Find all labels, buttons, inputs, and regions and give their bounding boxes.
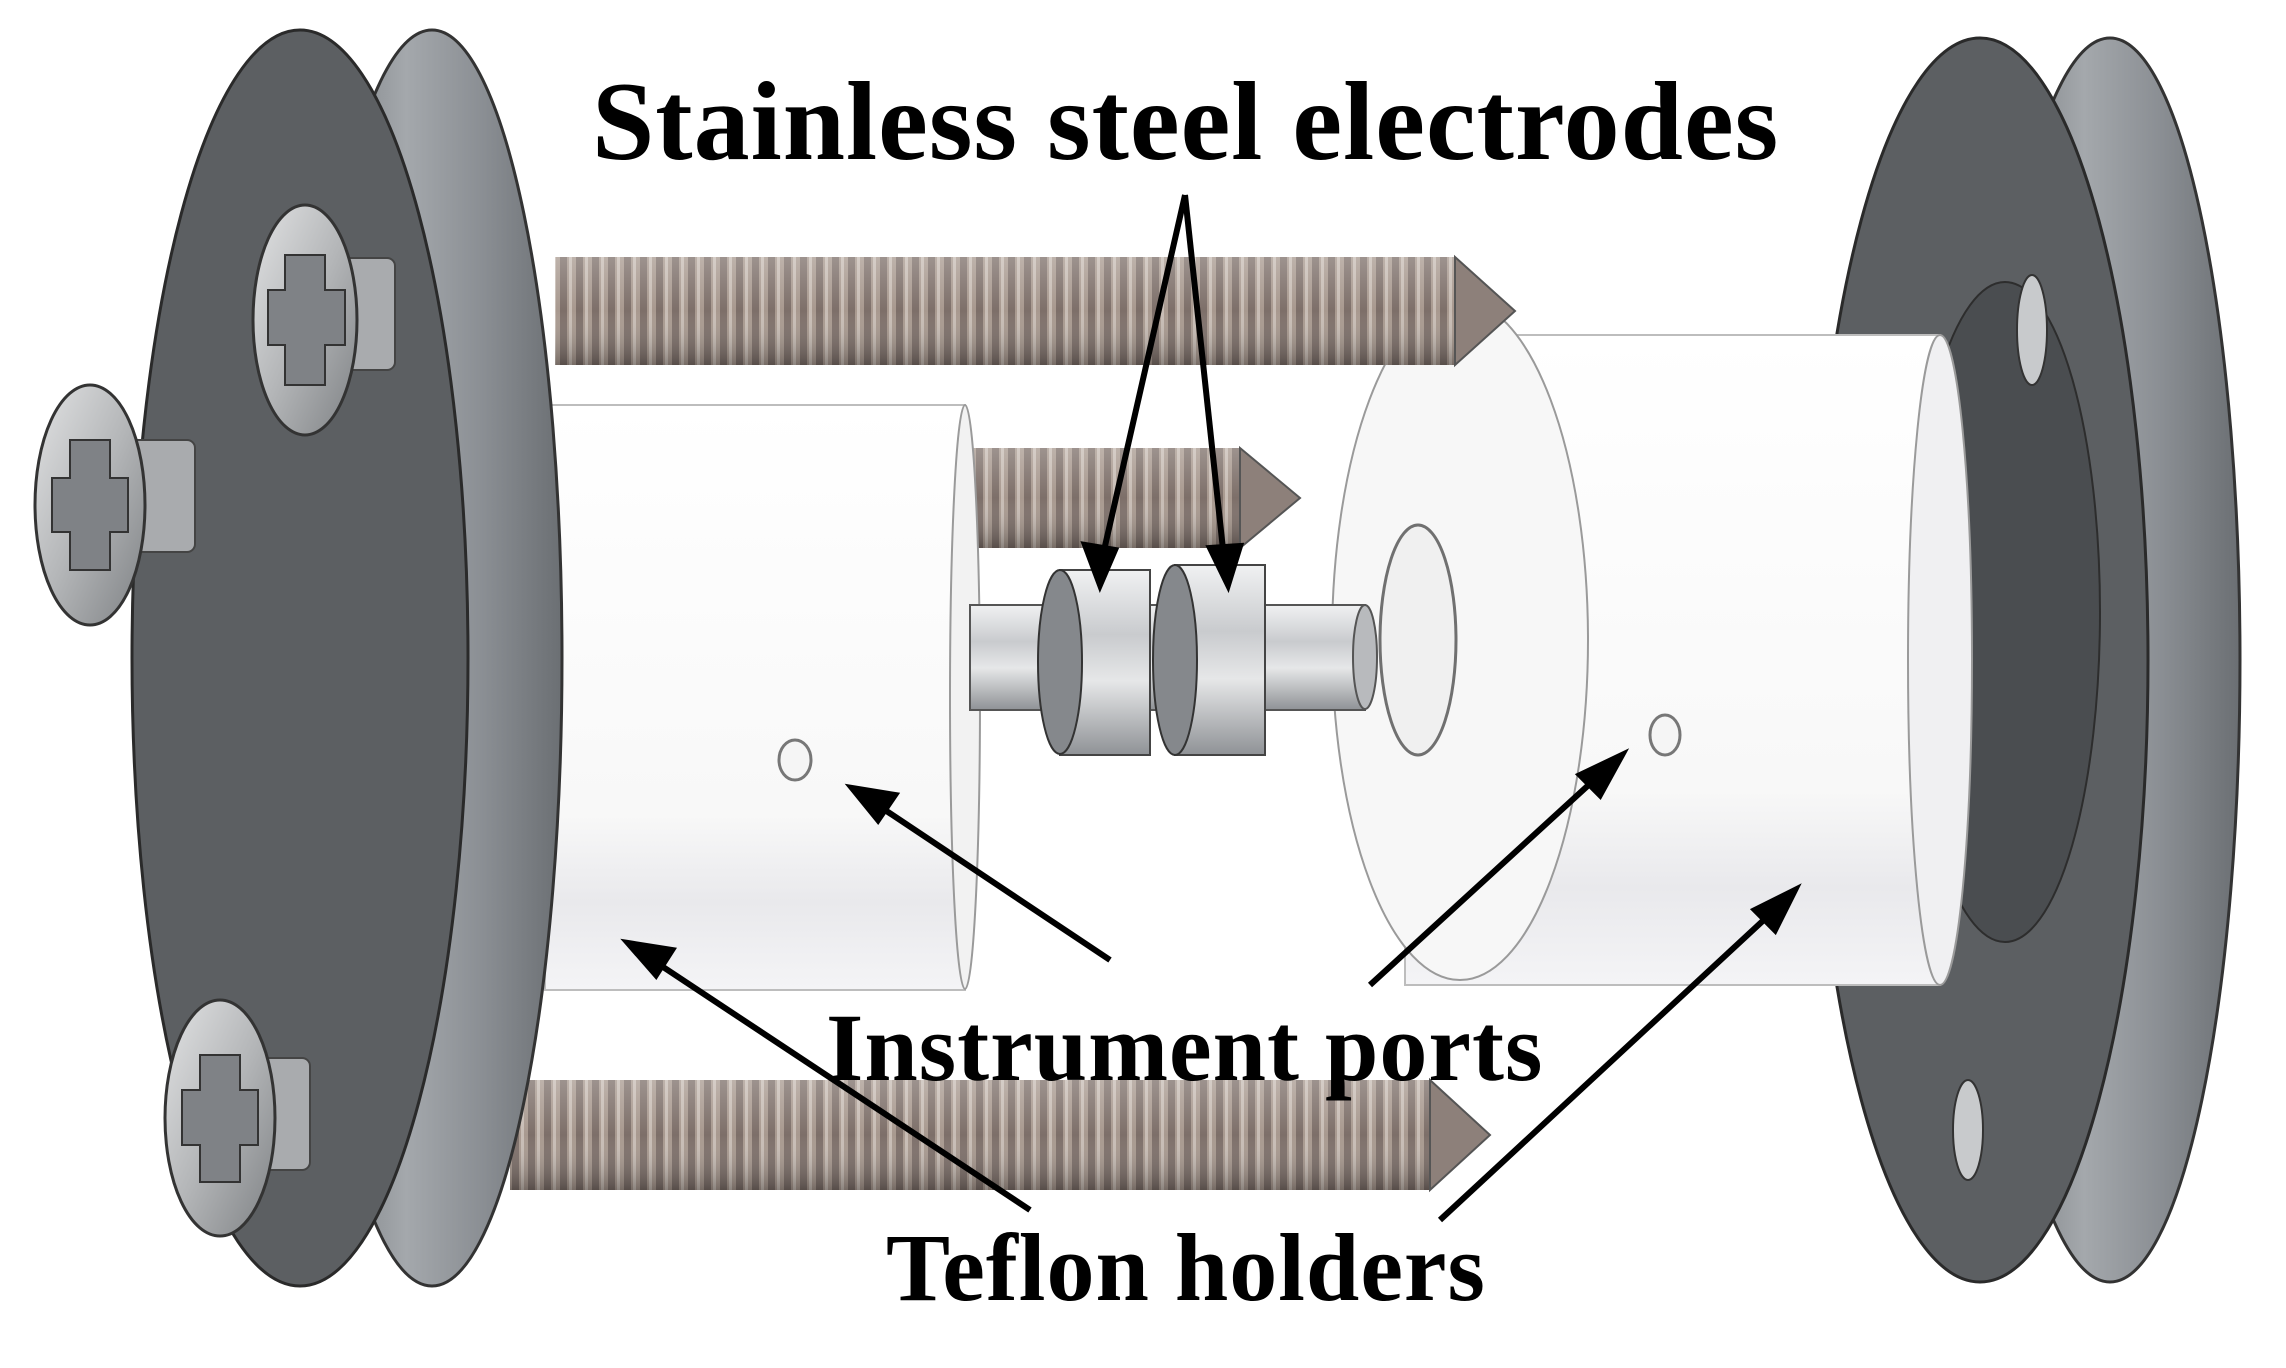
arrow-port-right (1367, 767, 1608, 988)
callout-arrows (620, 194, 1802, 1223)
electrode-disc-left (1037, 569, 1151, 756)
threaded-rod-top (555, 254, 1517, 368)
phillips-icon (267, 254, 346, 386)
screw-left (33, 383, 196, 627)
left-teflon-holder (544, 404, 981, 991)
arrow-electrode-left (1097, 194, 1188, 569)
right-flange-hole-top (2016, 274, 2048, 386)
threaded-rod-middle (935, 445, 1302, 551)
screw-bottom (163, 998, 311, 1238)
arrow-electrode-right (1182, 194, 1228, 569)
phillips-icon (51, 439, 129, 571)
right-flange-hole-bottom (1952, 1079, 1984, 1181)
arrow-holder-right (1437, 902, 1783, 1223)
label-stainless-steel-electrodes: Stainless steel electrodes (592, 60, 1780, 184)
right-teflon-holder (1331, 299, 1973, 986)
arrow-port-left (868, 797, 1112, 963)
label-instrument-ports: Instrument ports (826, 994, 1544, 1101)
phillips-icon (181, 1054, 259, 1183)
electrode-disc-right (1152, 564, 1266, 756)
right-teflon-bore (1378, 523, 1458, 757)
right-instrument-port (1648, 713, 1682, 757)
stainless-steel-electrodes (969, 564, 1378, 756)
arrow-holder-left (643, 952, 1032, 1213)
screw-top (251, 203, 396, 437)
label-teflon-holders: Teflon holders (886, 1214, 1486, 1321)
left-instrument-port (777, 738, 813, 782)
